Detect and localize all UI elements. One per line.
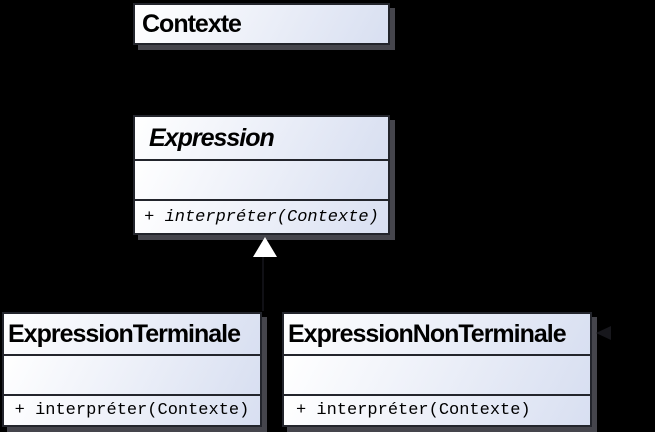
class-box-expression-non-terminale: ExpressionNonTerminale + interpréter(Con… xyxy=(282,312,592,427)
generalization-line xyxy=(262,257,264,311)
class-box-expression: Expression + interpréter(Contexte) xyxy=(133,115,390,235)
class-box-expression-terminale: ExpressionTerminale + interpréter(Contex… xyxy=(2,312,262,427)
attributes-compartment-expression xyxy=(135,159,388,199)
attributes-compartment-expression-terminale xyxy=(4,354,260,394)
method-expression-terminale-interpreter: + interpréter(Contexte) xyxy=(4,394,260,425)
class-title-expression: Expression xyxy=(135,117,388,159)
class-title-expression-non-terminale: ExpressionNonTerminale xyxy=(284,314,590,354)
attributes-compartment-expression-non-terminale xyxy=(284,354,590,394)
class-title-contexte: Contexte xyxy=(135,5,388,43)
class-title-expression-terminale: ExpressionTerminale xyxy=(4,314,260,354)
method-expression-interpreter: + interpréter(Contexte) xyxy=(135,199,388,233)
class-box-contexte: Contexte xyxy=(133,3,390,45)
association-arrow-remnant-icon xyxy=(596,326,611,340)
generalization-triangle-icon xyxy=(253,237,277,257)
method-expression-non-terminale-interpreter: + interpréter(Contexte) xyxy=(284,394,590,425)
